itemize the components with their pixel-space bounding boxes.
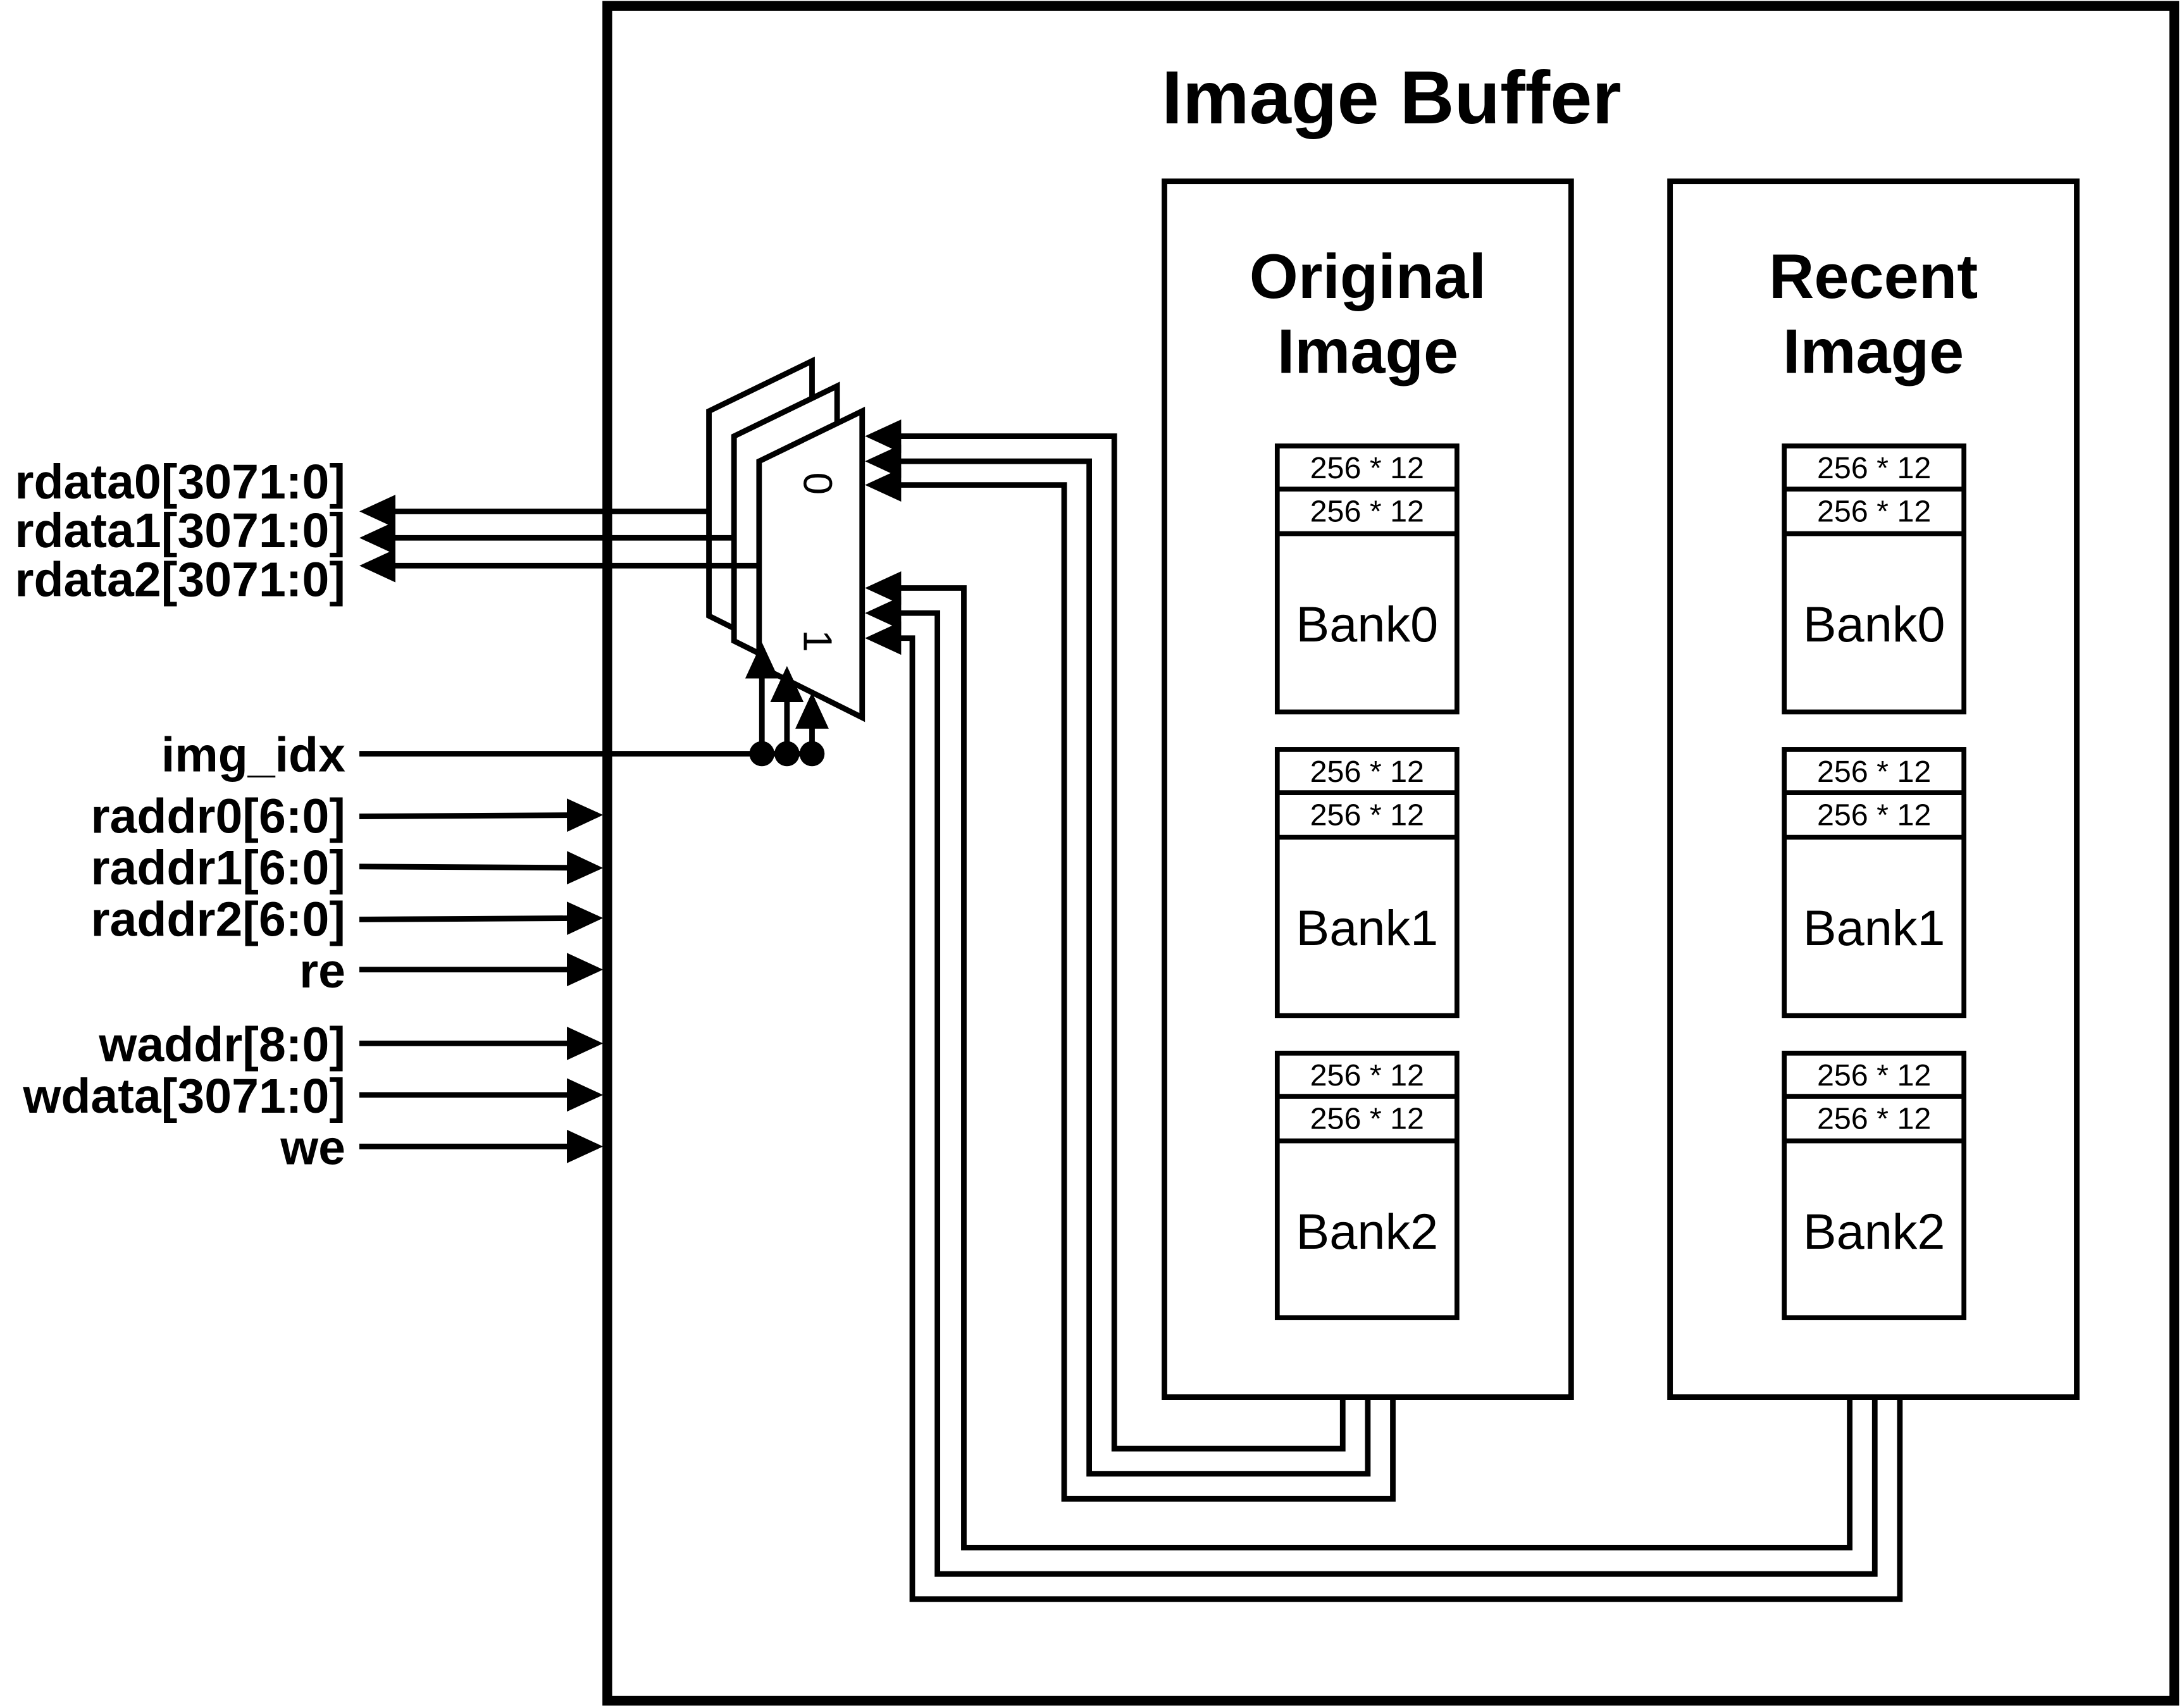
bank: 256 * 12 256 * 12 Bank0: [1274, 443, 1460, 715]
bank-label: Bank0: [1296, 596, 1438, 652]
signal-label-we: we: [280, 1121, 345, 1175]
bank-row-label: 256 * 12: [1817, 451, 1931, 485]
mux-input-label-1: 1: [795, 629, 840, 652]
bank-to-mux-wires: [865, 419, 1903, 1602]
mux-front: [756, 406, 866, 722]
junction-dot: [799, 741, 825, 767]
recent-wire-0: [865, 571, 1853, 1550]
signal-label-re: re: [299, 944, 345, 998]
bank: 256 * 12 256 * 12 Bank2: [1782, 1050, 1967, 1320]
signal-label-waddr: waddr[8:0]: [98, 1018, 345, 1072]
bank-row-label: 256 * 12: [1310, 494, 1424, 528]
memory-title-line-1: Original: [1250, 241, 1486, 311]
bank-rect: [1274, 747, 1460, 1018]
signal-label-rdata2: rdata2[3071:0]: [15, 552, 345, 607]
mux-input-label-0: 0: [795, 473, 840, 495]
bank-label: Bank0: [1803, 596, 1945, 652]
bank-rect: [1782, 747, 1967, 1018]
recent-image-memory: Recent Image 256 * 12 256 * 12 Bank0 256…: [1667, 178, 2080, 1400]
raddr2-arrow: [359, 901, 604, 935]
bank-row-label: 256 * 12: [1817, 1101, 1931, 1136]
bank-row-label: 256 * 12: [1310, 755, 1424, 789]
bank-row-label: 256 * 12: [1817, 755, 1931, 789]
memory-title-line-2: Image: [1277, 316, 1458, 387]
bank-rect: [1274, 1050, 1460, 1320]
module-title: Image Buffer: [1162, 56, 1622, 140]
output-arrows: [359, 495, 759, 583]
signal-label-raddr2: raddr2[6:0]: [91, 892, 345, 946]
bank-row-label: 256 * 12: [1817, 494, 1931, 528]
original-wire-2: [865, 468, 1396, 1502]
memory-title-line-1: Recent: [1769, 241, 1978, 311]
bank: 256 * 12 256 * 12 Bank0: [1782, 443, 1967, 715]
bank-rect: [1782, 1050, 1967, 1320]
bank-label: Bank1: [1803, 900, 1945, 956]
bank-row-label: 256 * 12: [1310, 1058, 1424, 1092]
signal-labels: rdata0[3071:0] rdata1[3071:0] rdata2[307…: [15, 455, 345, 1175]
bank-row-label: 256 * 12: [1310, 451, 1424, 485]
bank-label: Bank1: [1296, 900, 1438, 956]
junction-dot: [749, 741, 775, 767]
bank-label: Bank2: [1296, 1203, 1438, 1259]
signal-label-raddr0: raddr0[6:0]: [91, 789, 345, 844]
raddr1-arrow: [359, 851, 604, 885]
bank-row-label: 256 * 12: [1310, 1101, 1424, 1136]
memory-title-line-2: Image: [1783, 316, 1964, 387]
bank-rect: [1274, 443, 1460, 715]
bank: 256 * 12 256 * 12 Bank1: [1274, 747, 1460, 1018]
signal-label-img-idx: img_idx: [161, 728, 345, 783]
signal-label-raddr1: raddr1[6:0]: [91, 841, 345, 895]
select-line: [359, 642, 829, 767]
original-wire-1: [865, 444, 1371, 1477]
signal-label-rdata0: rdata0[3071:0]: [15, 455, 345, 509]
mux-stack: 0 1: [706, 356, 866, 722]
original-wire-0: [865, 419, 1346, 1452]
bank: 256 * 12 256 * 12 Bank1: [1782, 747, 1967, 1018]
signal-label-wdata: wdata[3071:0]: [22, 1069, 345, 1123]
bank-row-label: 256 * 12: [1817, 1058, 1931, 1092]
junction-dot: [774, 741, 800, 767]
bank-row-label: 256 * 12: [1310, 798, 1424, 832]
bank-rect: [1782, 443, 1967, 715]
original-image-memory: Original Image 256 * 12 256 * 12 Bank0 2…: [1162, 178, 1574, 1400]
recent-wire-2: [865, 621, 1903, 1602]
bank: 256 * 12 256 * 12 Bank2: [1274, 1050, 1460, 1320]
recent-wire-1: [865, 596, 1878, 1577]
raddr0-arrow: [359, 798, 604, 832]
bank-label: Bank2: [1803, 1203, 1945, 1259]
input-arrows: [359, 798, 604, 1163]
bank-row-label: 256 * 12: [1817, 798, 1931, 832]
signal-label-rdata1: rdata1[3071:0]: [15, 504, 345, 558]
